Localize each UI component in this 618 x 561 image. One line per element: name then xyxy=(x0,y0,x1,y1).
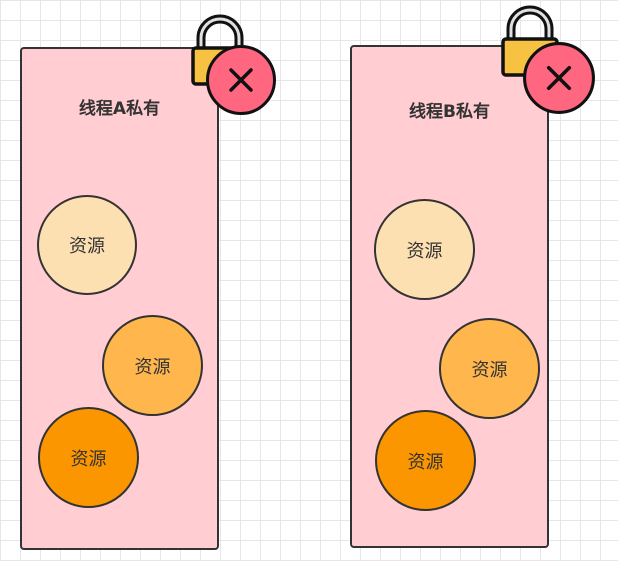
thread-a-title: 线程A私有 xyxy=(78,99,161,119)
thread-b-resource-1: 资源 xyxy=(374,199,475,300)
thread-b-resource-3: 资源 xyxy=(375,410,476,511)
thread-b-resource-2: 资源 xyxy=(439,318,540,419)
close-icon xyxy=(523,42,595,114)
close-icon xyxy=(206,45,276,115)
thread-a-resource-2: 资源 xyxy=(102,315,203,416)
thread-a-resource-1: 资源 xyxy=(37,195,137,295)
thread-a-resource-3: 资源 xyxy=(38,407,139,508)
thread-b-title: 线程B私有 xyxy=(409,102,490,122)
